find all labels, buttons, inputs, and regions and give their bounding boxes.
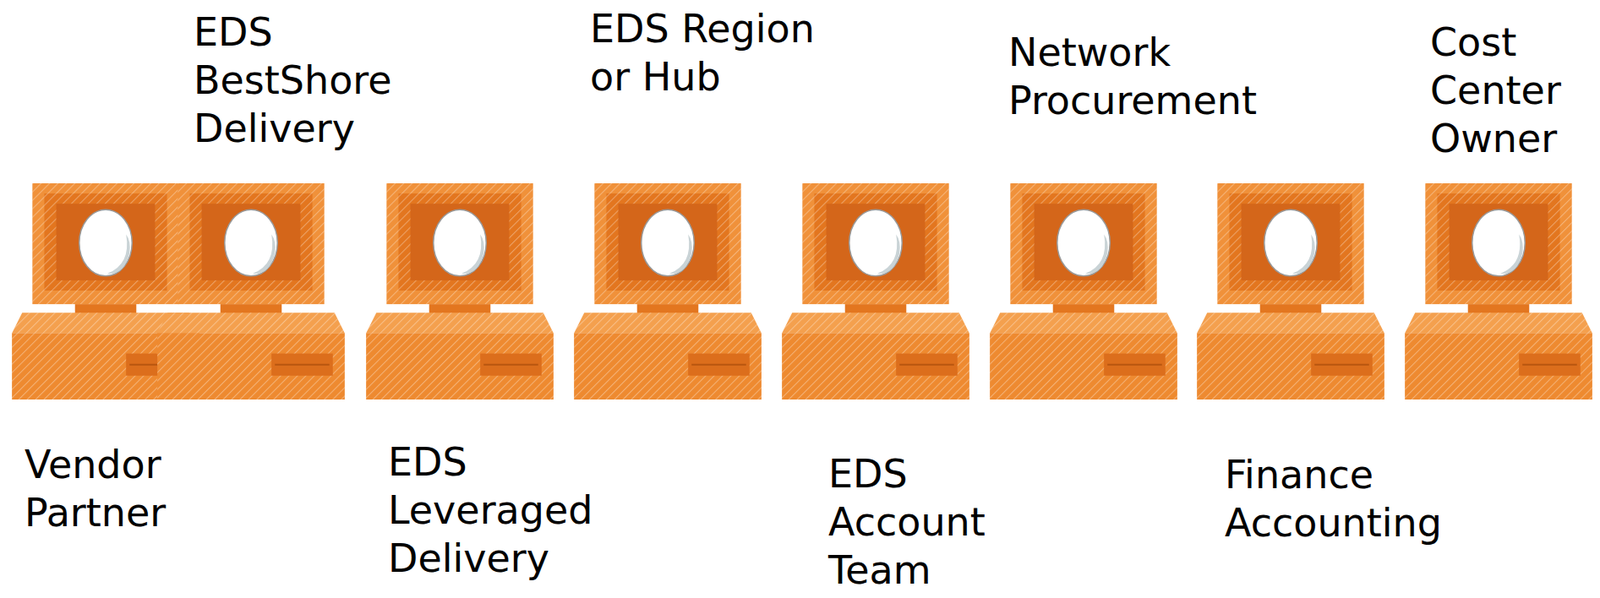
role-label: EDS Leveraged Delivery	[387, 438, 650, 584]
role-label: EDS Account Team	[828, 450, 986, 596]
role-label: Network Procurement	[1008, 28, 1257, 126]
role-label: EDS BestShore Delivery	[193, 8, 393, 153]
role-label: Finance Accounting	[1224, 451, 1442, 548]
role-label: Vendor Partner	[24, 441, 166, 538]
role-label: EDS Region or Hub	[589, 5, 831, 102]
role-label: Cost Center Owner	[1430, 18, 1562, 164]
